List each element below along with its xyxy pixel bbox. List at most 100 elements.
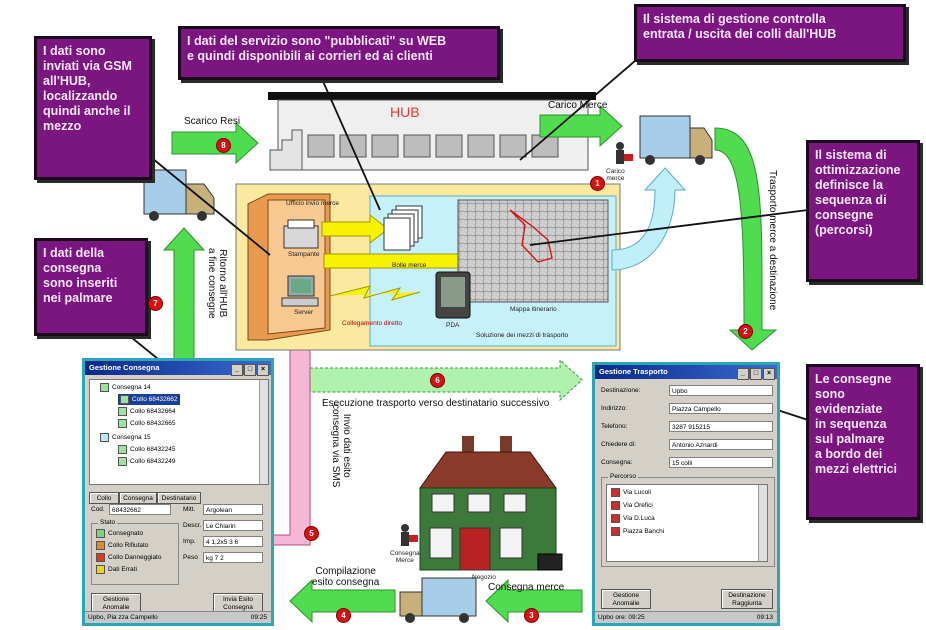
peso-label: Peso — [183, 554, 198, 561]
badge-5: 5 — [304, 526, 319, 541]
consegna-field[interactable]: 15 colli — [669, 457, 773, 468]
minimize-icon[interactable]: _ — [737, 368, 749, 380]
close-icon[interactable]: × — [257, 364, 269, 376]
imp-field[interactable]: 4 1,2x5 3 6 — [203, 536, 263, 547]
tree-item[interactable]: Consegna 15 — [100, 432, 151, 443]
stato-consegnato[interactable]: Consegnato — [96, 528, 143, 539]
left-window-titlebar: Gestione Consegna _□× — [85, 361, 271, 376]
server-label: Server — [294, 309, 314, 316]
tab-collo[interactable]: Collo — [89, 492, 119, 504]
badge-6: 6 — [430, 373, 445, 388]
left-status-time: 09:25 — [250, 614, 267, 621]
percorso-item[interactable]: Via D.Luca — [611, 513, 655, 524]
minimize-icon[interactable]: _ — [231, 364, 243, 376]
tree-item[interactable]: Collo 68432664 — [118, 406, 176, 417]
stato-group: Stato Consegnato Collo Rifiutato Collo D… — [91, 519, 179, 585]
stato-errati[interactable]: Dati Errati — [96, 564, 137, 575]
maximize-icon[interactable]: □ — [244, 364, 256, 376]
destinazione-raggiunta-button[interactable]: Destinazione Raggiunta — [721, 589, 773, 609]
pda-label: PDA — [446, 322, 460, 329]
callout-hub-control: Il sistema di gestione controlla entrata… — [634, 4, 906, 62]
percorso-item[interactable]: Piazza Banchi — [611, 526, 664, 537]
bolle-label: Bolle merce — [392, 262, 427, 269]
stato-danneggiato[interactable]: Collo Danneggiato — [96, 552, 161, 563]
hub-label: HUB — [390, 104, 420, 120]
tab-destinatario[interactable]: Destinatario — [157, 492, 201, 504]
negozio-label: Negozio — [472, 574, 496, 581]
cod-field[interactable]: 68432662 — [109, 504, 171, 515]
percorso-item[interactable]: Via Lucoli — [611, 487, 651, 498]
stato-swatch-errati — [96, 564, 105, 574]
badge-8: 8 — [216, 138, 231, 153]
indirizzo-label: Indirizzo: — [601, 405, 628, 412]
tree-item[interactable]: Collo 68432665 — [118, 418, 176, 429]
close-icon[interactable]: × — [763, 368, 775, 380]
peso-field[interactable]: kg 7 2 — [203, 552, 263, 563]
right-status-time: 09:13 — [756, 614, 773, 621]
badge-2: 2 — [738, 324, 753, 339]
badge-3: 3 — [524, 608, 539, 623]
left-status-bar: Upbo, Pia zza Campello 09:25 — [85, 611, 271, 623]
shop-building — [419, 436, 563, 571]
descr-field[interactable]: Le Chiarin — [203, 520, 263, 531]
stato-swatch-danneggiato — [96, 552, 105, 562]
arrow-trasporto — [714, 127, 778, 351]
consegna-merce-label: Consegna merce — [488, 582, 565, 593]
maximize-icon[interactable]: □ — [750, 368, 762, 380]
indirizzo-field[interactable]: Piazza Campello — [669, 403, 773, 414]
tree-item[interactable]: Consegna 14 — [100, 382, 151, 393]
gestione-anomalie-button[interactable]: Gestione Anomalie — [91, 593, 141, 613]
arrow-scarico-resi — [171, 121, 259, 165]
invia-esito-button[interactable]: Invia Esito Consegna — [213, 593, 263, 613]
stato-swatch-consegnato — [96, 528, 105, 538]
ufficio-label: Ufficio invio merce — [286, 200, 339, 207]
chiedere-label: Chiedere di: — [601, 441, 637, 448]
destinazione-field[interactable]: Upbo — [669, 385, 773, 396]
tree-item[interactable]: Collo 68432662 — [118, 394, 180, 405]
mitt-label: Mitt. — [183, 506, 196, 513]
right-status-bar: Upbo ore: 09:25 09:13 — [595, 611, 777, 623]
tree-item[interactable]: Collo 68432249 — [118, 456, 176, 467]
stato-rifiutato[interactable]: Collo Rifiutato — [96, 540, 148, 551]
destinazione-label: Destinazione: — [601, 387, 641, 394]
callout-optimization: Il sistema di ottimizzazione definisce l… — [806, 140, 920, 282]
stampante-label: Stampante — [288, 251, 320, 258]
badge-4: 4 — [336, 608, 351, 623]
stato-label: Stato — [98, 519, 118, 526]
compilazione-label: Compilazione esito consegna — [312, 566, 380, 588]
gestione-anomalie-button[interactable]: Gestione Anomalie — [601, 589, 651, 609]
tab-consegna[interactable]: Consegna — [119, 492, 157, 504]
left-status-text: Upbo, Pia zza Campello — [88, 614, 158, 621]
mappa-label: Mappa itinerario — [510, 306, 557, 313]
telefono-field[interactable]: 3287 915215 — [669, 421, 773, 432]
tree-item[interactable]: Collo 68432245 — [118, 444, 176, 455]
ritorno-hub-label: Ritorno all'HUB a fine consegne — [206, 248, 228, 319]
mitt-field[interactable]: Argolean — [203, 504, 263, 515]
truck-left — [143, 169, 215, 221]
percorso-scrollbar[interactable] — [758, 485, 767, 561]
badge-7: 7 — [148, 296, 163, 311]
tree-scrollbar[interactable] — [259, 380, 268, 484]
consegna-label: Consegna: — [601, 459, 633, 466]
hub-building — [268, 92, 596, 171]
callout-web: I dati del servizio sono "pubblicati" su… — [178, 26, 500, 80]
window-gestione-consegna: Gestione Consegna _□× Consegna 14 Collo … — [82, 358, 274, 626]
callout-palmare: I dati della consegna sono inseriti nei … — [34, 238, 148, 336]
carico-merce-small-label: Carico merce — [606, 168, 625, 182]
right-status-text: Upbo ore: 09:25 — [598, 614, 645, 621]
arrow-ritorno — [162, 227, 206, 361]
percorso-item[interactable]: Via Orefici — [611, 500, 653, 511]
imp-label: Imp. — [183, 538, 196, 545]
person-consegna — [401, 524, 418, 546]
person-carico — [616, 142, 633, 164]
truck-right — [639, 115, 713, 165]
truck-bottom — [399, 577, 477, 623]
chiedere-field[interactable]: Antonio Aznardi — [669, 439, 773, 450]
stato-swatch-rifiutato — [96, 540, 105, 550]
arrow-compilazione — [289, 578, 396, 624]
percorso-label: Percorso — [608, 473, 639, 480]
invio-dati-label: Invio dati esito consegna via SMS — [330, 404, 352, 488]
window-gestione-trasporto: Gestione Trasporto _□× Destinazione: Upb… — [592, 362, 780, 626]
